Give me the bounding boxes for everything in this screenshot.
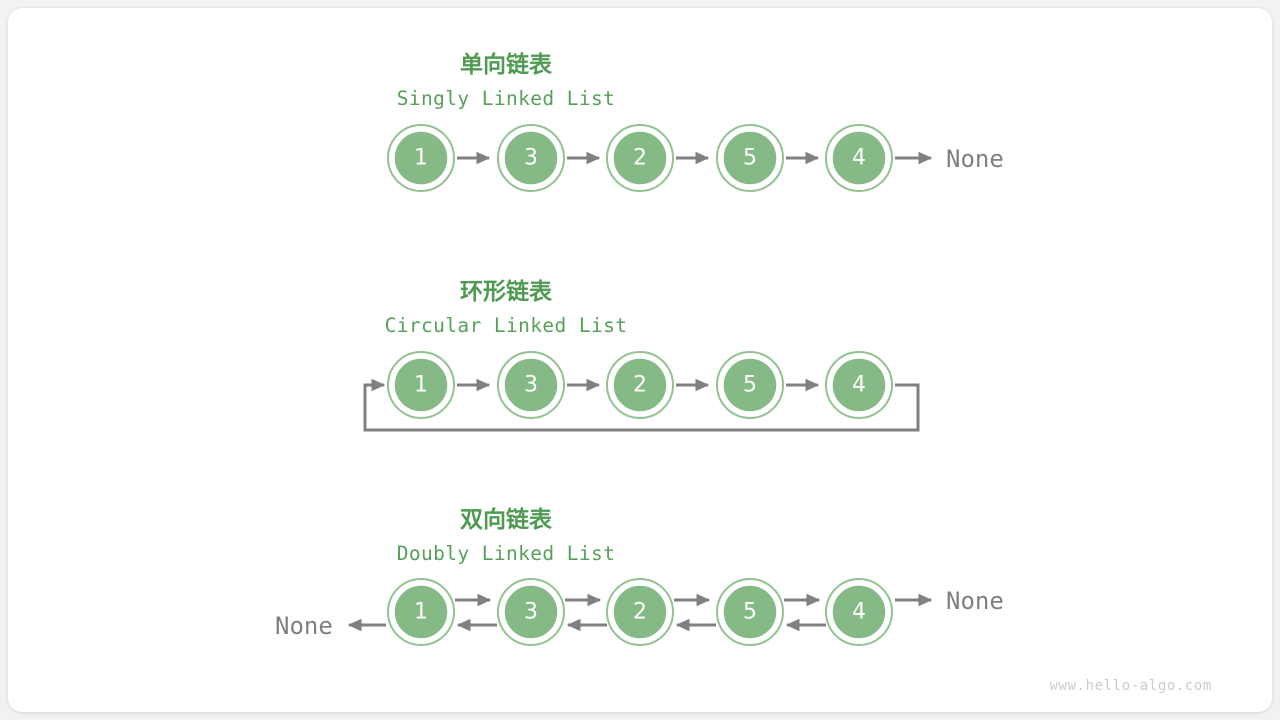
section-title-cn-singly: 单向链表 [460,51,553,78]
node-label: 4 [852,373,866,398]
node-label: 1 [414,146,428,171]
node-label: 1 [414,373,428,398]
node-label: 2 [633,600,647,625]
node-circular-1[interactable]: 3 [497,351,565,419]
section-title-en-singly: Singly Linked List [397,87,616,110]
node-circular-3[interactable]: 5 [716,351,784,419]
node-label: 3 [524,373,538,398]
section-title-cn-circular: 环形链表 [460,278,553,305]
node-singly-4[interactable]: 4 [825,124,893,192]
section-singly: 单向链表 Singly Linked List 1 3 [387,51,1004,192]
none-label-head-doubly: None [275,612,333,640]
section-title-en-doubly: Doubly Linked List [397,542,616,565]
node-doubly-1[interactable]: 3 [497,578,565,646]
none-label-tail-singly: None [946,145,1004,173]
circular-links [363,378,920,432]
node-doubly-2[interactable]: 2 [606,578,674,646]
node-circular-4[interactable]: 4 [825,351,893,419]
node-doubly-4[interactable]: 4 [825,578,893,646]
node-label: 2 [633,146,647,171]
node-singly-1[interactable]: 3 [497,124,565,192]
section-doubly: 双向链表 Doubly Linked List 1 [275,506,1004,646]
node-label: 5 [743,600,757,625]
circular-loopback-arrow [363,378,920,432]
node-singly-0[interactable]: 1 [387,124,455,192]
node-label: 2 [633,373,647,398]
node-circular-2[interactable]: 2 [606,351,674,419]
node-singly-2[interactable]: 2 [606,124,674,192]
node-circular-0[interactable]: 1 [387,351,455,419]
node-label: 3 [524,146,538,171]
node-label: 5 [743,373,757,398]
node-label: 3 [524,600,538,625]
none-label-tail-doubly: None [946,587,1004,615]
node-singly-3[interactable]: 5 [716,124,784,192]
node-label: 4 [852,146,866,171]
node-doubly-0[interactable]: 1 [387,578,455,646]
section-circular: 环形链表 Circular Linked List 1 3 [363,278,920,432]
watermark-url: www.hello-algo.com [1049,678,1212,694]
section-title-cn-doubly: 双向链表 [460,506,553,533]
node-label: 5 [743,146,757,171]
node-doubly-3[interactable]: 5 [716,578,784,646]
node-label: 4 [852,600,866,625]
node-label: 1 [414,600,428,625]
section-title-en-circular: Circular Linked List [385,314,628,337]
